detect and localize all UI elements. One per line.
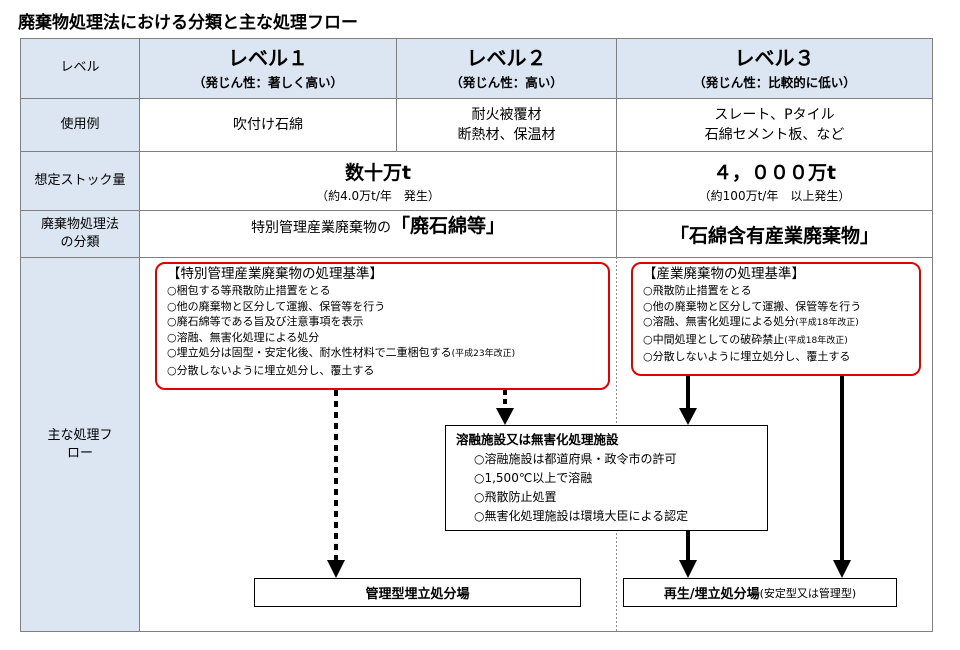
level1-sub: （発じん性：著しく高い） bbox=[192, 74, 343, 90]
managed-landfill-label: 管理型埋立処分場 bbox=[365, 587, 470, 602]
stock-label: 想定ストック量 bbox=[34, 173, 126, 189]
header-label: レベル bbox=[60, 60, 100, 76]
classification-level3: 「石綿含有産業廃棄物」 bbox=[617, 211, 932, 257]
stock-level12: 数十万t （約4.0万t/年 発生） bbox=[140, 152, 616, 210]
flow-label-line2: ロー bbox=[66, 445, 93, 461]
stock-label-cell: 想定ストック量 bbox=[21, 152, 139, 210]
arrow-special-to-landfill bbox=[327, 390, 345, 578]
usage-label: 使用例 bbox=[60, 117, 100, 133]
treatment-facility-box: 溶融施設又は無害化処理施設 ○溶融施設は都道府県・政令市の許可 ○1,500℃以… bbox=[445, 425, 768, 531]
page-title: 廃棄物処理法における分類と主な処理フロー bbox=[18, 13, 358, 33]
flow-label-line1: 主な処理フ bbox=[47, 427, 113, 443]
recycle-landfill-label: 再生/埋立処分場 bbox=[663, 587, 760, 602]
industrial-standard-item: ○分散しないように埋立処分し、覆土する bbox=[643, 350, 851, 363]
special-standard-heading: 【特別管理産業廃棄物の処理基準】 bbox=[167, 266, 383, 282]
classification-label-line1: 廃棄物処理法 bbox=[40, 217, 119, 233]
usage-label-cell: 使用例 bbox=[21, 99, 139, 151]
classification-label-line2: の分類 bbox=[60, 235, 100, 250]
level2-header: レベル２ （発じん性：高い） bbox=[397, 39, 616, 98]
recycle-landfill-note: (安定型又は管理型) bbox=[759, 586, 857, 600]
recycle-landfill-box: 再生/埋立処分場(安定型又は管理型) bbox=[623, 578, 897, 607]
special-standard-item: ○梱包する等飛散防止措置をとる bbox=[167, 284, 331, 297]
level3-header: レベル３ （発じん性：比較的に低い） bbox=[617, 39, 932, 98]
level1-name: レベル１ bbox=[228, 45, 308, 70]
header-label-cell: レベル bbox=[21, 39, 139, 98]
flow-label-cell: 主な処理フ ロー bbox=[21, 258, 139, 631]
level3-name: レベル３ bbox=[734, 45, 815, 70]
arrow-industrial-to-facility bbox=[679, 376, 697, 425]
revision-note: (平成23年改正) bbox=[451, 349, 516, 359]
industrial-standard-item: ○他の廃棄物と区分して運搬、保管等を行う bbox=[643, 299, 862, 313]
usage-level3: スレート、Pタイル 石綿セメント板、など bbox=[617, 99, 932, 151]
industrial-standard-heading: 【産業廃棄物の処理基準】 bbox=[643, 266, 805, 282]
level2-sub: （発じん性：高い） bbox=[450, 74, 563, 90]
usage-level2: 耐火被覆材 断熱材、保温材 bbox=[397, 99, 616, 151]
usage-level3-line2: 石綿セメント板、など bbox=[704, 127, 845, 143]
facility-heading: 溶融施設又は無害化処理施設 bbox=[456, 432, 619, 447]
level3-sub: （発じん性：比較的に低い） bbox=[693, 74, 856, 90]
level2-name: レベル２ bbox=[466, 45, 547, 70]
stock-level3: ４，０００万t （約100万t/年 以上発生） bbox=[617, 152, 932, 210]
special-standard-item: ○廃石綿等である旨及び注意事項を表示 bbox=[167, 315, 364, 328]
revision-note: (平成18年改正) bbox=[795, 318, 859, 328]
arrow-industrial-to-recycle bbox=[833, 376, 851, 578]
classification-level12-prefix: 特別管理産業廃棄物の bbox=[250, 220, 391, 236]
facility-item: ○無害化処理施設は環境大臣による認定 bbox=[474, 509, 689, 523]
special-standard-item: ○埋立処分は固型・安定化後、耐水性材料で二重梱包する(平成23年改正) bbox=[167, 346, 516, 359]
usage-level1: 吹付け石綿 bbox=[140, 99, 396, 151]
classification-level12: 特別管理産業廃棄物の 「廃石綿等」 bbox=[140, 211, 616, 257]
facility-item: ○飛散防止処置 bbox=[474, 490, 557, 504]
special-standard-item: ○溶融、無害化処理による処分 bbox=[167, 330, 320, 344]
arrow-special-to-facility bbox=[496, 390, 514, 425]
industrial-standard-item: ○溶融、無害化処理による処分(平成18年改正) bbox=[643, 315, 859, 328]
arrow-facility-to-recycle bbox=[679, 531, 697, 578]
facility-item: ○溶融施設は都道府県・政令市の許可 bbox=[474, 452, 677, 466]
industrial-standard-item: ○飛散防止措置をとる bbox=[643, 284, 752, 297]
revision-note: (平成18年改正) bbox=[784, 335, 848, 346]
managed-landfill-box: 管理型埋立処分場 bbox=[254, 578, 581, 607]
industrial-standard-item: ○中間処理としての破砕禁止(平成18年改正) bbox=[643, 332, 848, 346]
classification-label-cell: 廃棄物処理法 の分類 bbox=[21, 211, 139, 257]
usage-level1-text: 吹付け石綿 bbox=[233, 116, 303, 133]
level1-header: レベル１ （発じん性：著しく高い） bbox=[140, 39, 396, 98]
facility-item: ○1,500℃以上で溶融 bbox=[474, 471, 593, 485]
classification-level3-main: 「石綿含有産業廃棄物」 bbox=[669, 224, 879, 247]
special-standard-box: 【特別管理産業廃棄物の処理基準】 ○梱包する等飛散防止措置をとる ○他の廃棄物と… bbox=[155, 262, 610, 390]
special-standard-item: ○分散しないように埋立処分し、覆土する bbox=[167, 363, 375, 377]
stock-level12-sub: （約4.0万t/年 発生） bbox=[316, 189, 440, 203]
usage-level3-line1: スレート、Pタイル bbox=[714, 106, 835, 123]
usage-level2-line2: 断熱材、保温材 bbox=[457, 127, 556, 143]
stock-level3-main: ４，０００万t bbox=[712, 162, 837, 184]
industrial-standard-box: 【産業廃棄物の処理基準】 ○飛散防止措置をとる ○他の廃棄物と区分して運搬、保管… bbox=[631, 262, 921, 376]
special-standard-item: ○他の廃棄物と区分して運搬、保管等を行う bbox=[167, 299, 386, 313]
classification-level12-main: 「廃石綿等」 bbox=[390, 215, 505, 237]
stock-level3-sub: （約100万t/年 以上発生） bbox=[698, 189, 851, 203]
usage-level2-line1: 耐火被覆材 bbox=[471, 106, 542, 123]
stock-level12-main: 数十万t bbox=[344, 162, 412, 184]
